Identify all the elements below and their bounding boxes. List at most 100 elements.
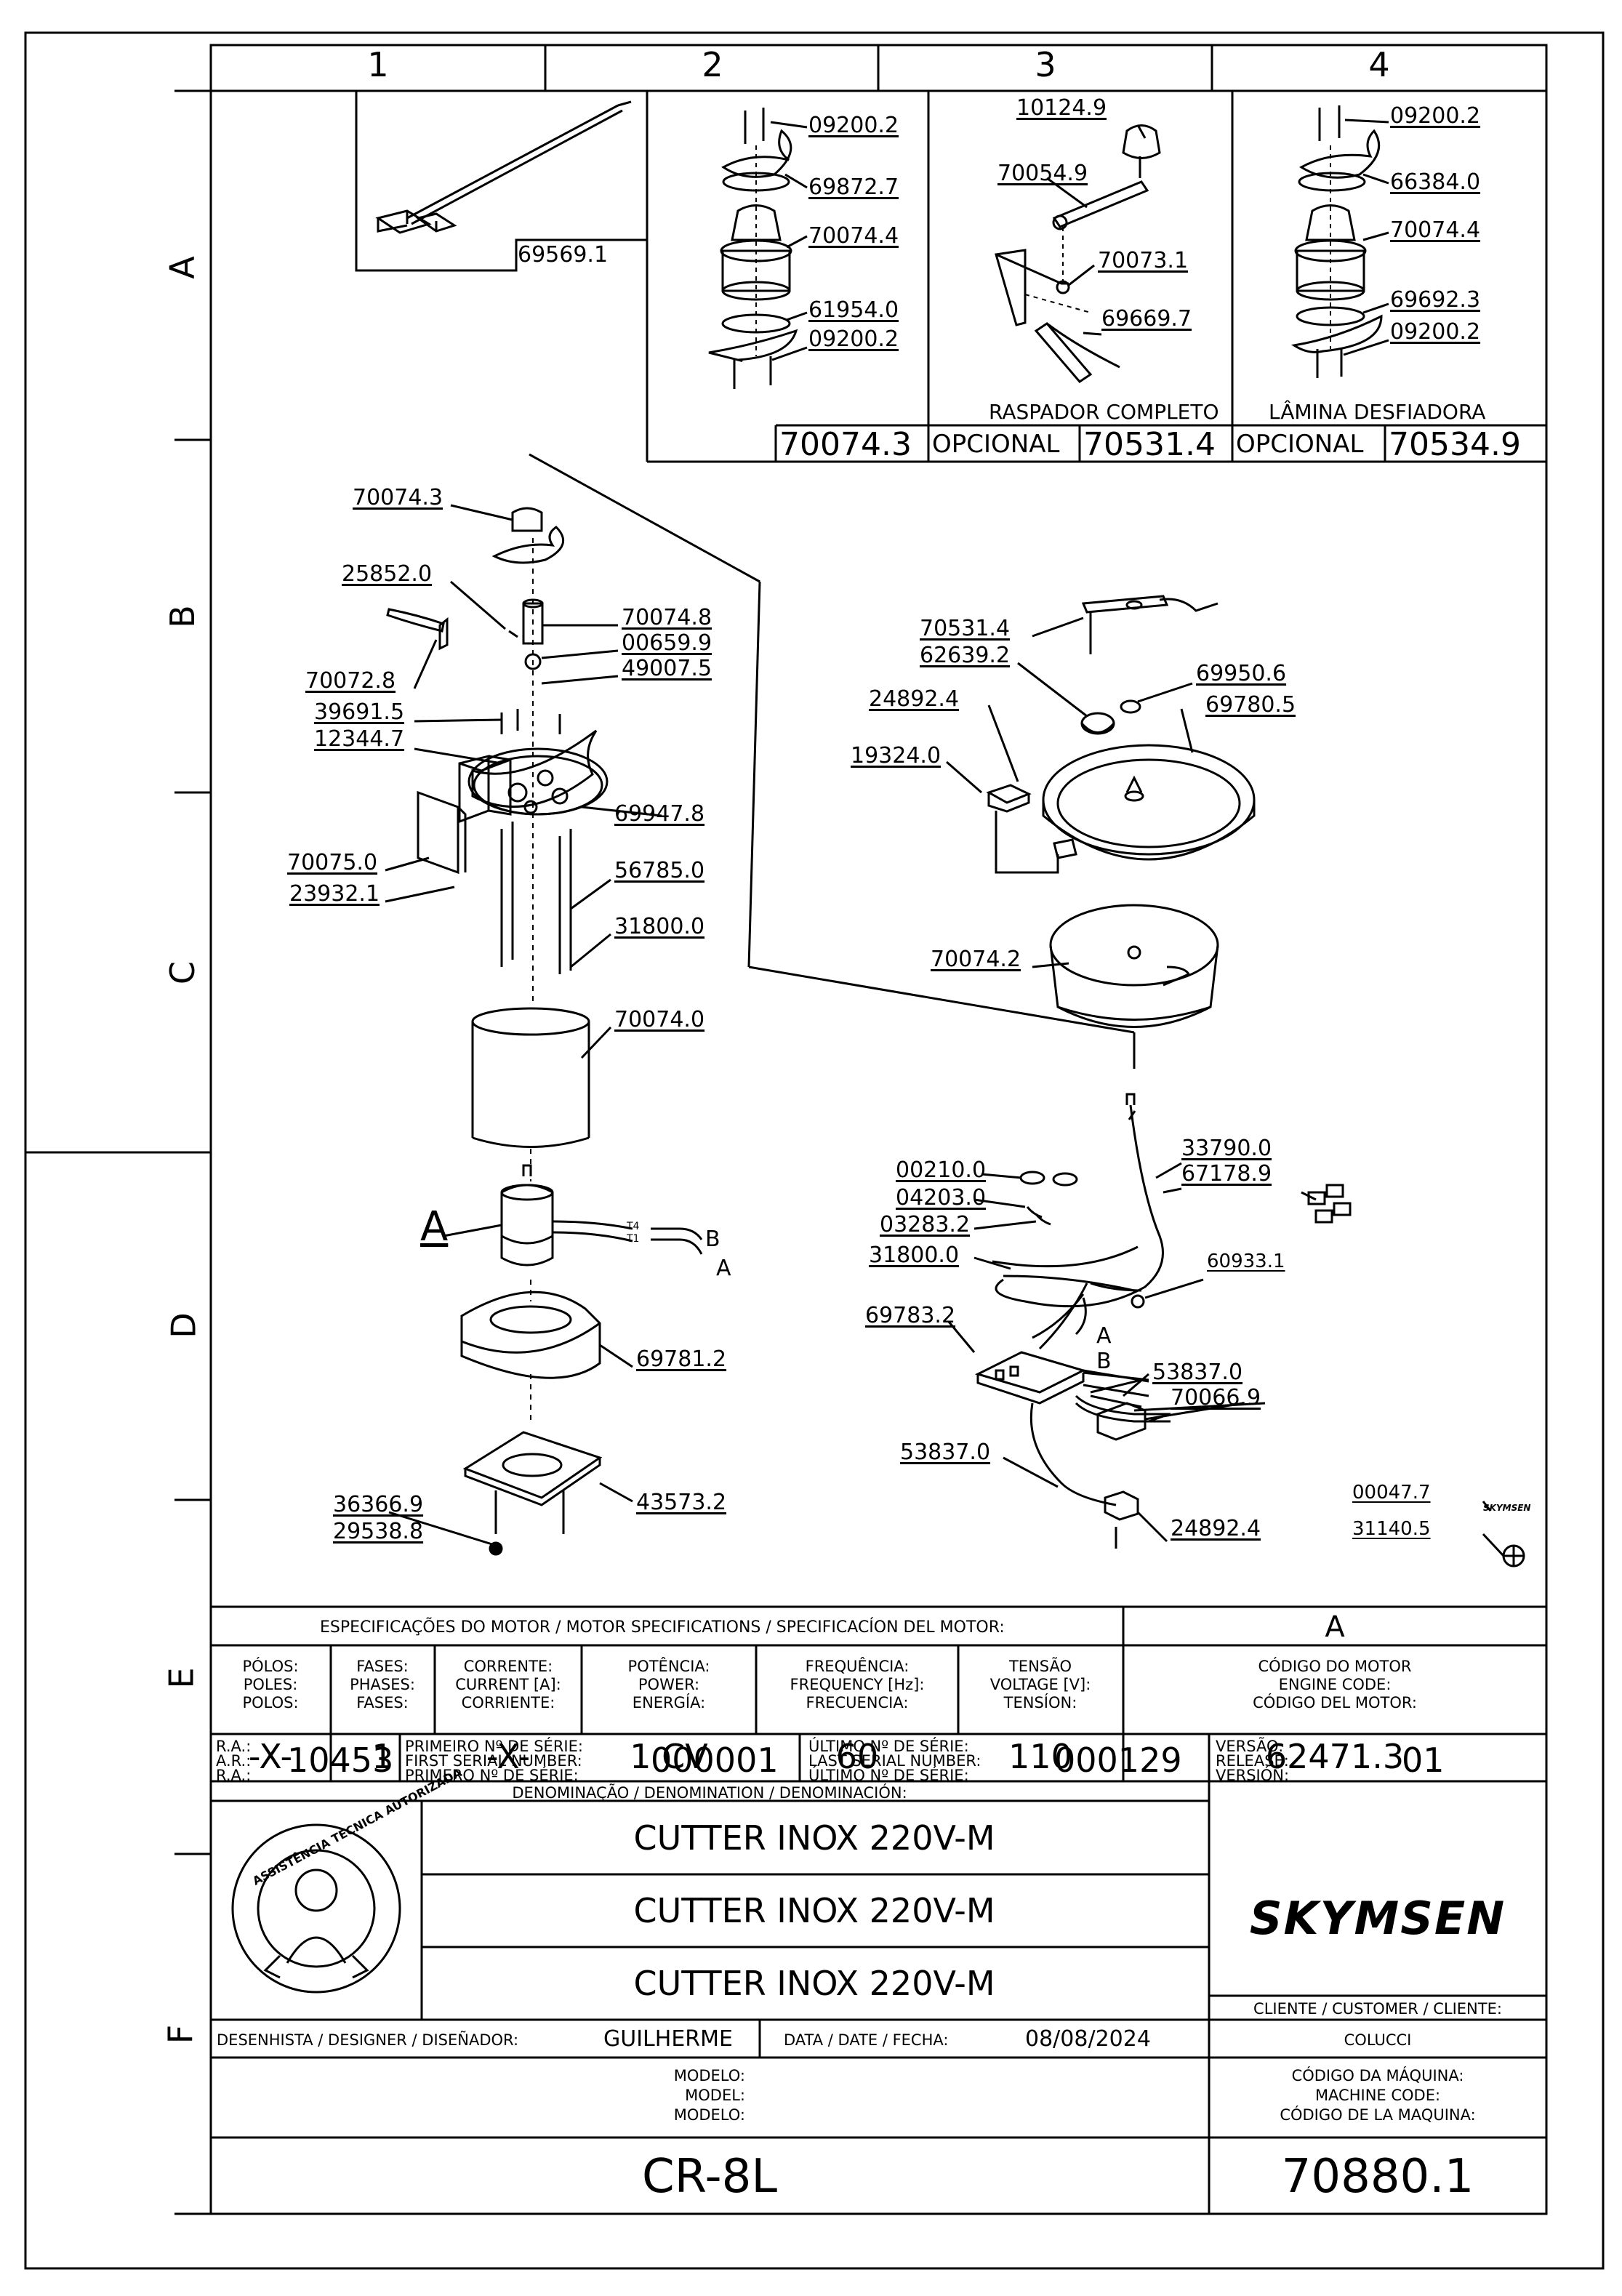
spec-label: PHASES: (350, 1676, 415, 1693)
main-left-exploded-drawing (385, 453, 1136, 1556)
version-label: VERSIÓN: (1216, 1767, 1290, 1784)
title-line-3: CUTTER INOX 220V-M (633, 1964, 995, 2003)
spec-label: CORRENTE: (463, 1658, 553, 1675)
grid-column-2: 2 (702, 45, 723, 84)
spec-value: 1 (372, 1737, 393, 1776)
date-label: DATA / DATE / FECHA: (784, 2031, 949, 2049)
part-shredding-blade-drawing (1290, 105, 1389, 378)
part-label: 69780.5 (1205, 692, 1296, 718)
last-serial-value: 000129 (1054, 1741, 1182, 1780)
client-label: CLIENTE / CUSTOMER / CLIENTE: (1253, 2000, 1502, 2018)
part-label: 66384.0 (1390, 169, 1481, 195)
part-label: 31800.0 (614, 914, 705, 939)
spec-value: -X- (248, 1737, 293, 1776)
spec-label: ENERGÍA: (632, 1694, 706, 1711)
part-label: 36366.9 (333, 1492, 424, 1517)
denomination-header: DENOMINAÇÃO / DENOMINATION / DENOMINACIÓ… (512, 1784, 907, 1802)
panel3-caption: RASPADOR COMPLETO (989, 400, 1219, 424)
model-label: MODELO: (673, 2067, 745, 2084)
part-label: 49007.5 (622, 656, 712, 681)
ra-label: A.R.: (216, 1752, 252, 1770)
wire-label: B (705, 1227, 720, 1252)
part-label: 09200.2 (1390, 103, 1481, 129)
seal-drawing (231, 1823, 401, 1994)
part-label: 67178.9 (1181, 1161, 1272, 1187)
spec-label: POLES: (243, 1676, 298, 1693)
part-label: 70074.8 (622, 605, 712, 630)
engine-code-value: 62471.3 (1265, 1737, 1405, 1776)
part-label: 24892.4 (1171, 1516, 1261, 1541)
part-label: 00210.0 (896, 1157, 987, 1183)
spec-label: POTÊNCIA: (627, 1658, 710, 1675)
part-label: 09200.2 (1390, 319, 1481, 345)
part-label: 70073.1 (1098, 248, 1189, 273)
part-label: 70074.4 (1390, 217, 1481, 243)
ra-label: R.A.: (216, 1738, 252, 1755)
part-label: 70054.9 (997, 161, 1088, 186)
panel3-code: 70531.4 (1083, 426, 1216, 463)
part-label: 04203.0 (896, 1185, 987, 1211)
engine-code-label: ENGINE CODE: (1278, 1676, 1392, 1693)
part-label: 70074.4 (808, 223, 899, 249)
designer-value: GUILHERME (603, 2026, 733, 2052)
version-letter: A (1325, 1610, 1345, 1644)
machine-code-value: 70880.1 (1281, 2150, 1474, 2204)
grid-row-a: A (162, 256, 202, 279)
optional-label: OPCIONAL (1236, 430, 1364, 459)
part-label: 23932.1 (289, 881, 380, 907)
grid-row-b: B (162, 605, 202, 628)
part-label: 69783.2 (865, 1303, 956, 1328)
model-label: MODELO: (673, 2106, 745, 2124)
part-label: 70074.0 (614, 1007, 705, 1032)
model-label: MODEL: (685, 2087, 745, 2104)
main-right-upper-drawing (946, 595, 1256, 1028)
wire-label: T4 (627, 1221, 640, 1232)
panel2-code: 70074.3 (779, 426, 912, 463)
spec-value: -X- (486, 1737, 531, 1776)
part-label: 29538.8 (333, 1519, 424, 1544)
part-label: 69781.2 (636, 1346, 727, 1372)
first-serial-label: FIRST SERIAL NUMBER: (405, 1752, 582, 1770)
date-value: 08/08/2024 (1025, 2026, 1151, 2052)
wire-label: A (716, 1256, 731, 1281)
panel4-code: 70534.9 (1389, 426, 1521, 463)
engine-code-label: CÓDIGO DEL MOTOR: (1253, 1694, 1417, 1711)
part-label: 70066.9 (1171, 1385, 1261, 1410)
board-label: A (1096, 1323, 1112, 1349)
specs-header: ESPECIFICAÇÕES DO MOTOR / MOTOR SPECIFIC… (320, 1618, 1005, 1637)
part-label: 09200.2 (808, 326, 899, 352)
part-label: 61954.0 (808, 297, 899, 323)
spec-label: POLOS: (242, 1694, 299, 1711)
grid-column-4: 4 (1368, 45, 1390, 84)
machine-code-label: CÓDIGO DA MÁQUINA: (1291, 2067, 1464, 2084)
part-label: 12344.7 (314, 726, 405, 752)
version-value: 01 (1402, 1741, 1445, 1780)
spec-label: PÓLOS: (242, 1658, 299, 1675)
machine-code-label: CÓDIGO DE LA MAQUINA: (1280, 2106, 1476, 2124)
spec-label: POWER: (638, 1676, 700, 1693)
spec-label: FASES: (356, 1694, 409, 1711)
spec-label: TENSÃO (1008, 1658, 1072, 1675)
version-label: RELEASE: (1216, 1752, 1289, 1770)
version-label: VERSÃO: (1216, 1738, 1284, 1755)
spec-label: FREQUENCY [Hz]: (790, 1676, 925, 1693)
part-label: 69692.3 (1390, 287, 1481, 313)
spec-value: 1 CV (630, 1737, 708, 1776)
spec-label: CURRENT [A]: (455, 1676, 561, 1693)
part-label: 31800.0 (869, 1243, 960, 1268)
part-label: 24892.4 (869, 686, 960, 712)
part-label: 25852.0 (342, 561, 433, 587)
mini-logo: SKYMSEN (1483, 1503, 1531, 1513)
title-line-2: CUTTER INOX 220V-M (633, 1891, 995, 1930)
grid-row-d: D (164, 1312, 204, 1338)
spec-label: CORRIENTE: (461, 1694, 555, 1711)
part-label: 69669.7 (1101, 306, 1192, 332)
part-label: 70074.2 (931, 947, 1021, 972)
part-label: 69947.8 (614, 801, 705, 827)
part-label: 19324.0 (851, 743, 942, 768)
spec-label: TENSÍON: (1003, 1694, 1077, 1711)
first-serial-value: 000001 (651, 1741, 779, 1780)
part-label: 00047.7 (1352, 1482, 1431, 1504)
